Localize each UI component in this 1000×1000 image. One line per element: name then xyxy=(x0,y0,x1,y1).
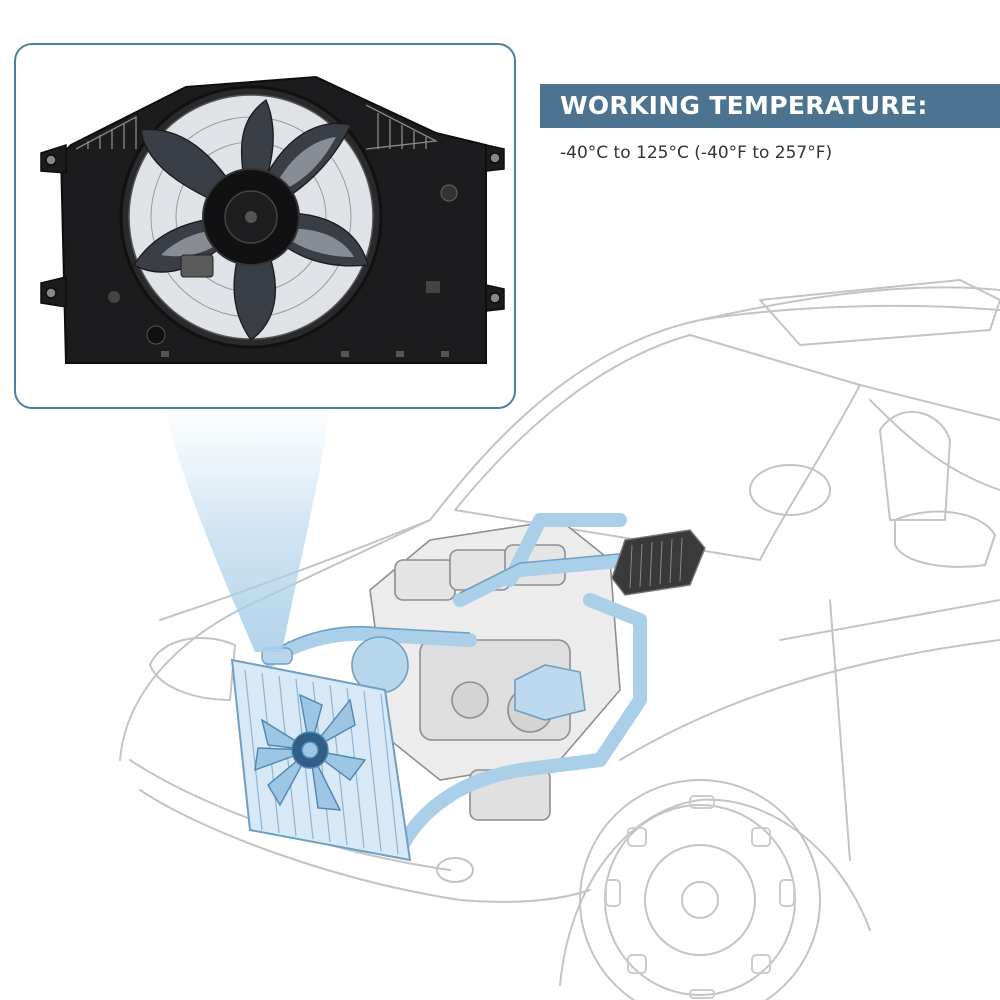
electrical-connector xyxy=(180,254,214,278)
radiator-fan xyxy=(254,693,367,811)
side-mirror xyxy=(894,510,996,568)
mounting-tabs xyxy=(40,143,505,312)
lower-coolant-hose xyxy=(393,753,607,857)
fan-assembly-inset xyxy=(14,43,516,409)
heater-core xyxy=(611,529,706,596)
windshield xyxy=(454,334,861,561)
temperature-range-text: -40°C to 125°C (-40°F to 257°F) xyxy=(560,143,833,163)
front-wheel xyxy=(579,779,821,1000)
sunroof xyxy=(759,279,1000,346)
front-bumper xyxy=(139,789,591,903)
wire-guards xyxy=(75,104,439,150)
car-body-outline xyxy=(119,286,1000,761)
coolant-reservoir xyxy=(514,664,586,721)
working-temperature-heading: WORKING TEMPERATURE: xyxy=(540,84,1000,128)
headlight xyxy=(149,637,236,701)
wheel-arch xyxy=(559,798,871,986)
